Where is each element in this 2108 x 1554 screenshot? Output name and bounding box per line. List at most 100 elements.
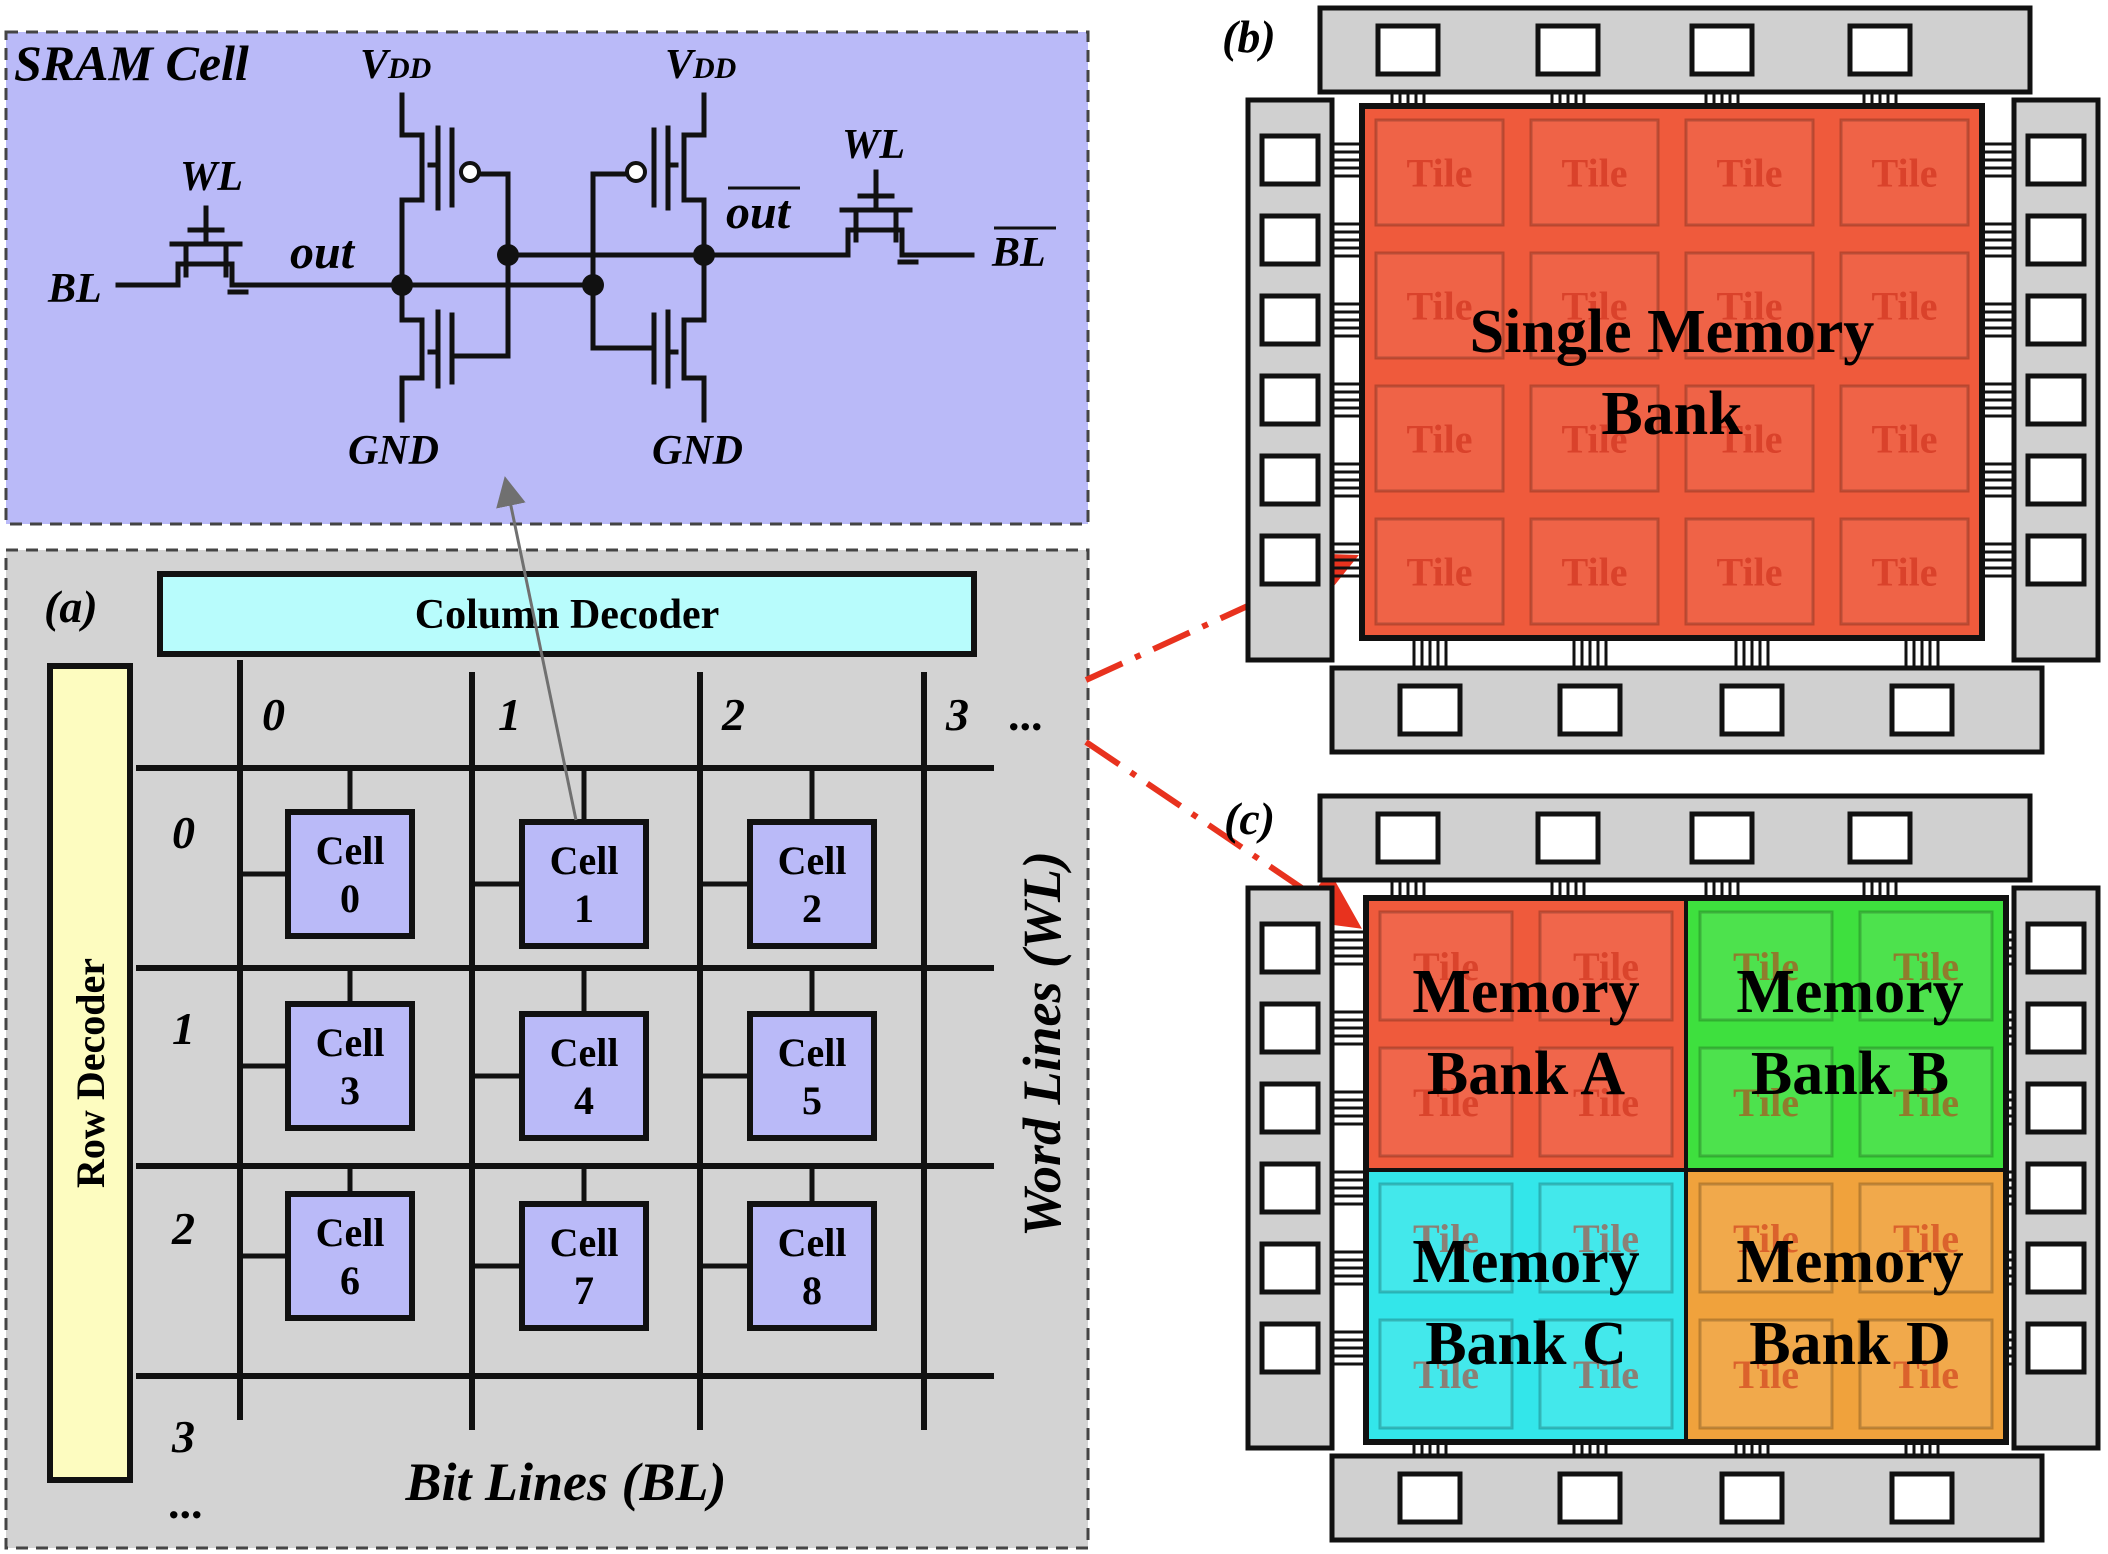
cell-word: Cell bbox=[778, 1220, 847, 1265]
io-pad bbox=[1535, 811, 1601, 865]
cell-box bbox=[519, 819, 649, 949]
tile-label: Tile bbox=[1893, 1352, 1959, 1397]
tile-label: Tile bbox=[1413, 1216, 1479, 1261]
tile-label: Tile bbox=[1562, 417, 1628, 462]
io-pad bbox=[1889, 683, 1955, 737]
tile bbox=[1698, 1318, 1834, 1430]
io-pad bbox=[2025, 1241, 2087, 1295]
io-pad bbox=[1847, 23, 1913, 77]
column-index: 2 bbox=[721, 689, 745, 740]
tile bbox=[1684, 118, 1815, 227]
bl-label: BL bbox=[47, 266, 102, 312]
tile bbox=[1839, 118, 1970, 227]
io-pad bbox=[1397, 683, 1463, 737]
cell-number: 7 bbox=[574, 1268, 594, 1313]
cell-number: 6 bbox=[340, 1258, 360, 1303]
tile-label: Tile bbox=[1562, 151, 1628, 196]
bank-d-line1: Memory bbox=[1736, 1228, 1963, 1296]
tile bbox=[1684, 251, 1815, 360]
tile-label: Tile bbox=[1872, 284, 1938, 329]
tile-label: Tile bbox=[1872, 151, 1938, 196]
io-pad bbox=[1719, 683, 1785, 737]
io-pad bbox=[2025, 373, 2087, 427]
io-pad bbox=[1847, 811, 1913, 865]
cell-number: 3 bbox=[340, 1068, 360, 1113]
cell-word: Cell bbox=[550, 1220, 619, 1265]
sram-panel-background bbox=[4, 30, 1090, 526]
row-decoder-label: Row Decoder bbox=[68, 958, 113, 1188]
cell-box bbox=[285, 1191, 415, 1321]
cell-box bbox=[285, 1001, 415, 1131]
tile-label: Tile bbox=[1717, 550, 1783, 595]
tile-label: Tile bbox=[1413, 1080, 1479, 1125]
io-pad bbox=[1259, 293, 1321, 347]
tile-label: Tile bbox=[1407, 550, 1473, 595]
tile bbox=[1839, 251, 1970, 360]
tile-label: Tile bbox=[1872, 417, 1938, 462]
cell-word: Cell bbox=[550, 838, 619, 883]
bank-c-line1: Memory bbox=[1412, 1228, 1639, 1296]
tile bbox=[1684, 517, 1815, 626]
tile bbox=[1698, 1046, 1834, 1158]
column-index: 0 bbox=[262, 689, 285, 740]
io-pad bbox=[2025, 293, 2087, 347]
tile-label: Tile bbox=[1413, 944, 1479, 989]
tile bbox=[1698, 1182, 1834, 1294]
tile-label: Tile bbox=[1573, 1216, 1639, 1261]
bank-a-line2: Bank A bbox=[1427, 1040, 1625, 1108]
column-ellipsis: ... bbox=[1008, 689, 1043, 740]
io-pad bbox=[1259, 921, 1321, 975]
column-index: 1 bbox=[498, 689, 521, 740]
tile bbox=[1858, 1046, 1994, 1158]
io-pad bbox=[1689, 23, 1755, 77]
tile bbox=[1378, 910, 1514, 1022]
node-dot bbox=[497, 244, 519, 266]
cell-box bbox=[285, 809, 415, 939]
column-decoder-label: Column Decoder bbox=[415, 592, 719, 638]
bank-outline bbox=[1363, 895, 2009, 1445]
io-pad bbox=[2025, 921, 2087, 975]
cell-box bbox=[747, 819, 877, 949]
io-pad bbox=[2025, 1001, 2087, 1055]
row-index: 1 bbox=[172, 1003, 195, 1054]
io-pad bbox=[2025, 453, 2087, 507]
tile-label: Tile bbox=[1733, 1216, 1799, 1261]
memory-array-panel: (a) Column Decoder Row Decoder 0 1 2 3 .… bbox=[4, 476, 1090, 1550]
tile bbox=[1374, 118, 1505, 227]
io-pad bbox=[1259, 533, 1321, 587]
sram-title: SRAM Cell bbox=[14, 35, 249, 91]
io-pad bbox=[1375, 811, 1441, 865]
bank-area bbox=[1364, 1168, 1688, 1444]
io-pad bbox=[1397, 1471, 1463, 1525]
io-pad bbox=[2025, 1081, 2087, 1135]
word-lines-label: Word Lines (WL) bbox=[1012, 851, 1072, 1237]
io-pad bbox=[1259, 213, 1321, 267]
tile-label: Tile bbox=[1562, 550, 1628, 595]
cell-number: 4 bbox=[574, 1078, 594, 1123]
tile-label: Tile bbox=[1733, 1080, 1799, 1125]
tile bbox=[1839, 517, 1970, 626]
out-label: out bbox=[290, 226, 356, 279]
bank-c-line2: Bank C bbox=[1425, 1310, 1627, 1378]
cell-word: Cell bbox=[316, 1210, 385, 1255]
io-pad bbox=[2025, 533, 2087, 587]
node-dot bbox=[693, 244, 715, 266]
cell-box bbox=[519, 1201, 649, 1331]
tile-label: Tile bbox=[1407, 284, 1473, 329]
io-pad bbox=[1259, 453, 1321, 507]
row-index: 2 bbox=[171, 1203, 195, 1254]
io-pad bbox=[2025, 1161, 2087, 1215]
io-pad bbox=[1689, 811, 1755, 865]
tile-label: Tile bbox=[1893, 1216, 1959, 1261]
tile bbox=[1538, 1182, 1674, 1294]
